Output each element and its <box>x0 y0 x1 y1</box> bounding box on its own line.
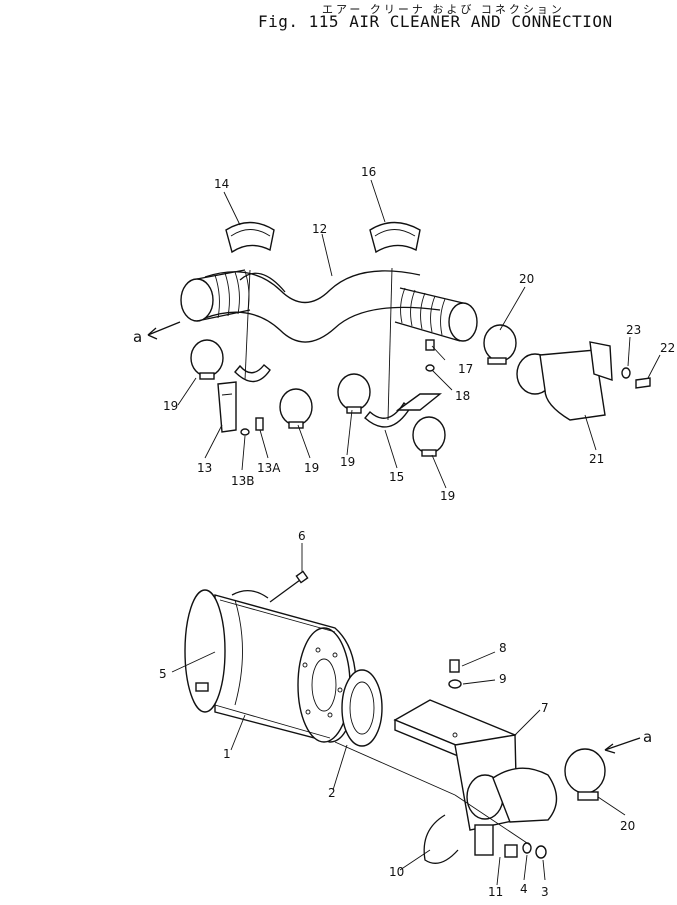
indicator-10-11 <box>423 814 547 864</box>
bracket-15 <box>364 393 442 428</box>
rubber-hose-right <box>394 287 478 342</box>
band-assembly-5 <box>195 590 269 692</box>
callout-13: 13 <box>197 461 212 475</box>
callout-21: 21 <box>589 452 604 466</box>
hose-clamps <box>190 324 517 457</box>
leader-lines-upper <box>147 179 661 489</box>
callout-19-c: 19 <box>340 455 355 469</box>
reference-a-lower: a <box>643 728 652 746</box>
callout-6: 6 <box>298 529 306 543</box>
gasket-2 <box>341 669 383 747</box>
small-hardware-upper <box>240 339 651 436</box>
bracket-7 <box>393 699 558 856</box>
reference-a-upper: a <box>133 328 142 346</box>
callout-3: 3 <box>541 885 549 899</box>
band-14 <box>225 221 275 254</box>
callout-22: 22 <box>660 341 675 355</box>
band-16 <box>369 221 421 254</box>
callout-9: 9 <box>499 672 507 686</box>
callout-8: 8 <box>499 641 507 655</box>
callout-17: 17 <box>458 362 473 376</box>
callout-15: 15 <box>389 470 404 484</box>
figure-title-japanese: エアー クリーナ および コネクション <box>322 3 565 16</box>
intake-pipe-12 <box>204 270 441 343</box>
callout-20-upper: 20 <box>519 272 534 286</box>
rubber-hose-left <box>180 269 251 322</box>
figure-title: Fig. 115 AIR CLEANER AND CONNECTION <box>258 12 613 31</box>
callout-19-b: 19 <box>304 461 319 475</box>
clamp-20-lower <box>564 748 606 801</box>
callout-7: 7 <box>541 701 549 715</box>
callout-13b: 13B <box>231 474 255 488</box>
callout-18: 18 <box>455 389 470 403</box>
callout-23: 23 <box>626 323 641 337</box>
callout-2: 2 <box>328 786 336 800</box>
callout-19-d: 19 <box>440 489 455 503</box>
callout-5: 5 <box>159 667 167 681</box>
callout-19-a: 19 <box>163 399 178 413</box>
callout-13a: 13A <box>257 461 281 475</box>
bolt-6 <box>269 570 309 603</box>
hardware-8-9 <box>448 659 462 689</box>
elbow-21 <box>516 341 613 421</box>
callout-10: 10 <box>389 865 404 879</box>
leader-lines-lower <box>171 543 641 886</box>
air-cleaner-body-1 <box>184 589 357 743</box>
callout-4: 4 <box>520 882 528 896</box>
callout-14: 14 <box>214 177 229 191</box>
callout-12: 12 <box>312 222 327 236</box>
callout-16: 16 <box>361 165 376 179</box>
callout-11: 11 <box>488 885 503 899</box>
callout-labels: 14 16 12 20 23 22 17 18 21 19 13 13A 13B… <box>133 165 675 899</box>
callout-20-lower: 20 <box>620 819 635 833</box>
callout-1: 1 <box>223 747 231 761</box>
